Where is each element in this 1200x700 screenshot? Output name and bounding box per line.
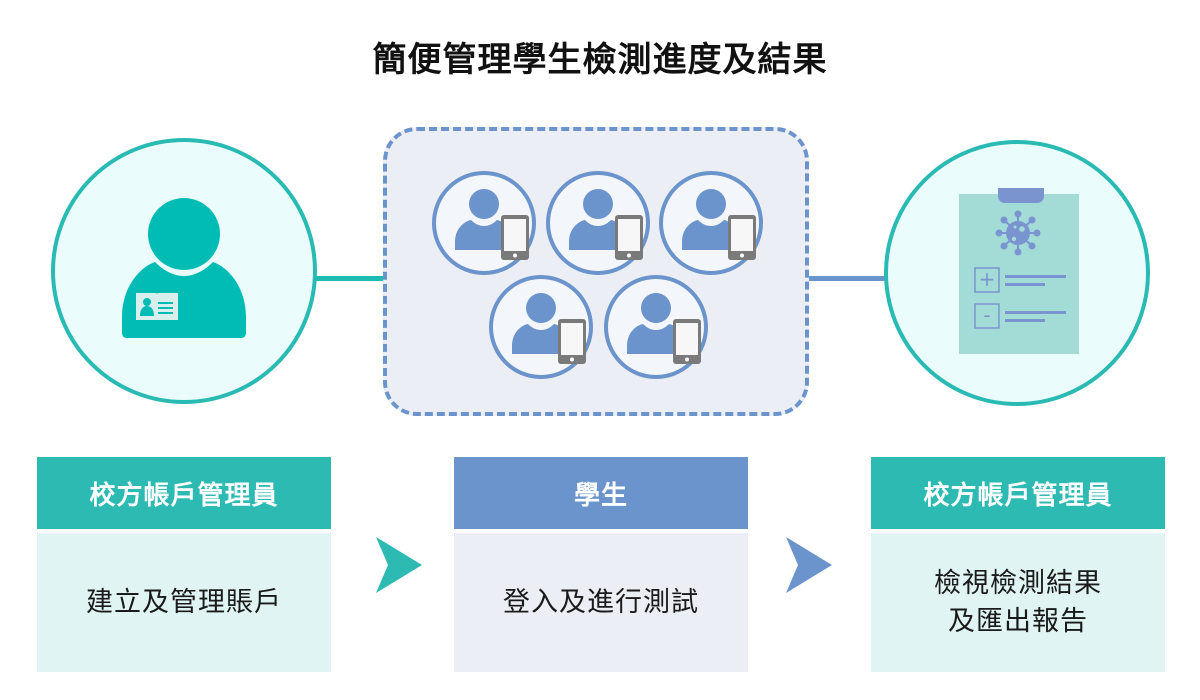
step-description-line: 及匯出報告 xyxy=(948,605,1088,637)
student-with-phone-icon xyxy=(431,170,537,276)
positive-sign: + xyxy=(979,267,996,291)
students-group xyxy=(383,127,809,416)
admin-circle xyxy=(51,138,317,404)
step-card-admin-create: 校方帳戶管理員 建立及管理賬戶 xyxy=(37,457,331,672)
step-description-line: 登入及進行測試 xyxy=(503,586,699,618)
step-card-student-test: 學生 登入及進行測試 xyxy=(454,457,748,672)
step-card-admin-report: 校方帳戶管理員 檢視檢測結果 及匯出報告 xyxy=(871,457,1165,672)
student-with-phone-icon xyxy=(658,170,764,276)
step-description: 建立及管理賬戶 xyxy=(37,533,331,672)
step-description-line: 建立及管理賬戶 xyxy=(86,586,282,618)
report-circle: + - xyxy=(884,140,1150,406)
step-role-label: 學生 xyxy=(454,457,748,529)
student-with-phone-icon xyxy=(488,274,594,380)
arrow-right-icon xyxy=(784,535,834,595)
student-with-phone-icon xyxy=(545,170,651,276)
student-with-phone-icon xyxy=(603,274,709,380)
connector-students-to-report xyxy=(808,276,888,281)
clipboard-virus-test-result-icon: + - xyxy=(959,188,1079,354)
negative-sign: - xyxy=(983,303,990,327)
step-description-line: 檢視檢測結果 xyxy=(934,567,1102,599)
arrow-right-icon xyxy=(374,535,424,595)
connector-admin-to-students xyxy=(312,276,386,281)
step-role-label: 校方帳戶管理員 xyxy=(871,457,1165,529)
admin-with-id-badge-icon xyxy=(122,198,246,338)
step-description: 登入及進行測試 xyxy=(454,533,748,672)
step-description: 檢視檢測結果 及匯出報告 xyxy=(871,533,1165,672)
diagram-title: 簡便管理學生檢測進度及結果 xyxy=(372,40,828,80)
step-role-label: 校方帳戶管理員 xyxy=(37,457,331,529)
